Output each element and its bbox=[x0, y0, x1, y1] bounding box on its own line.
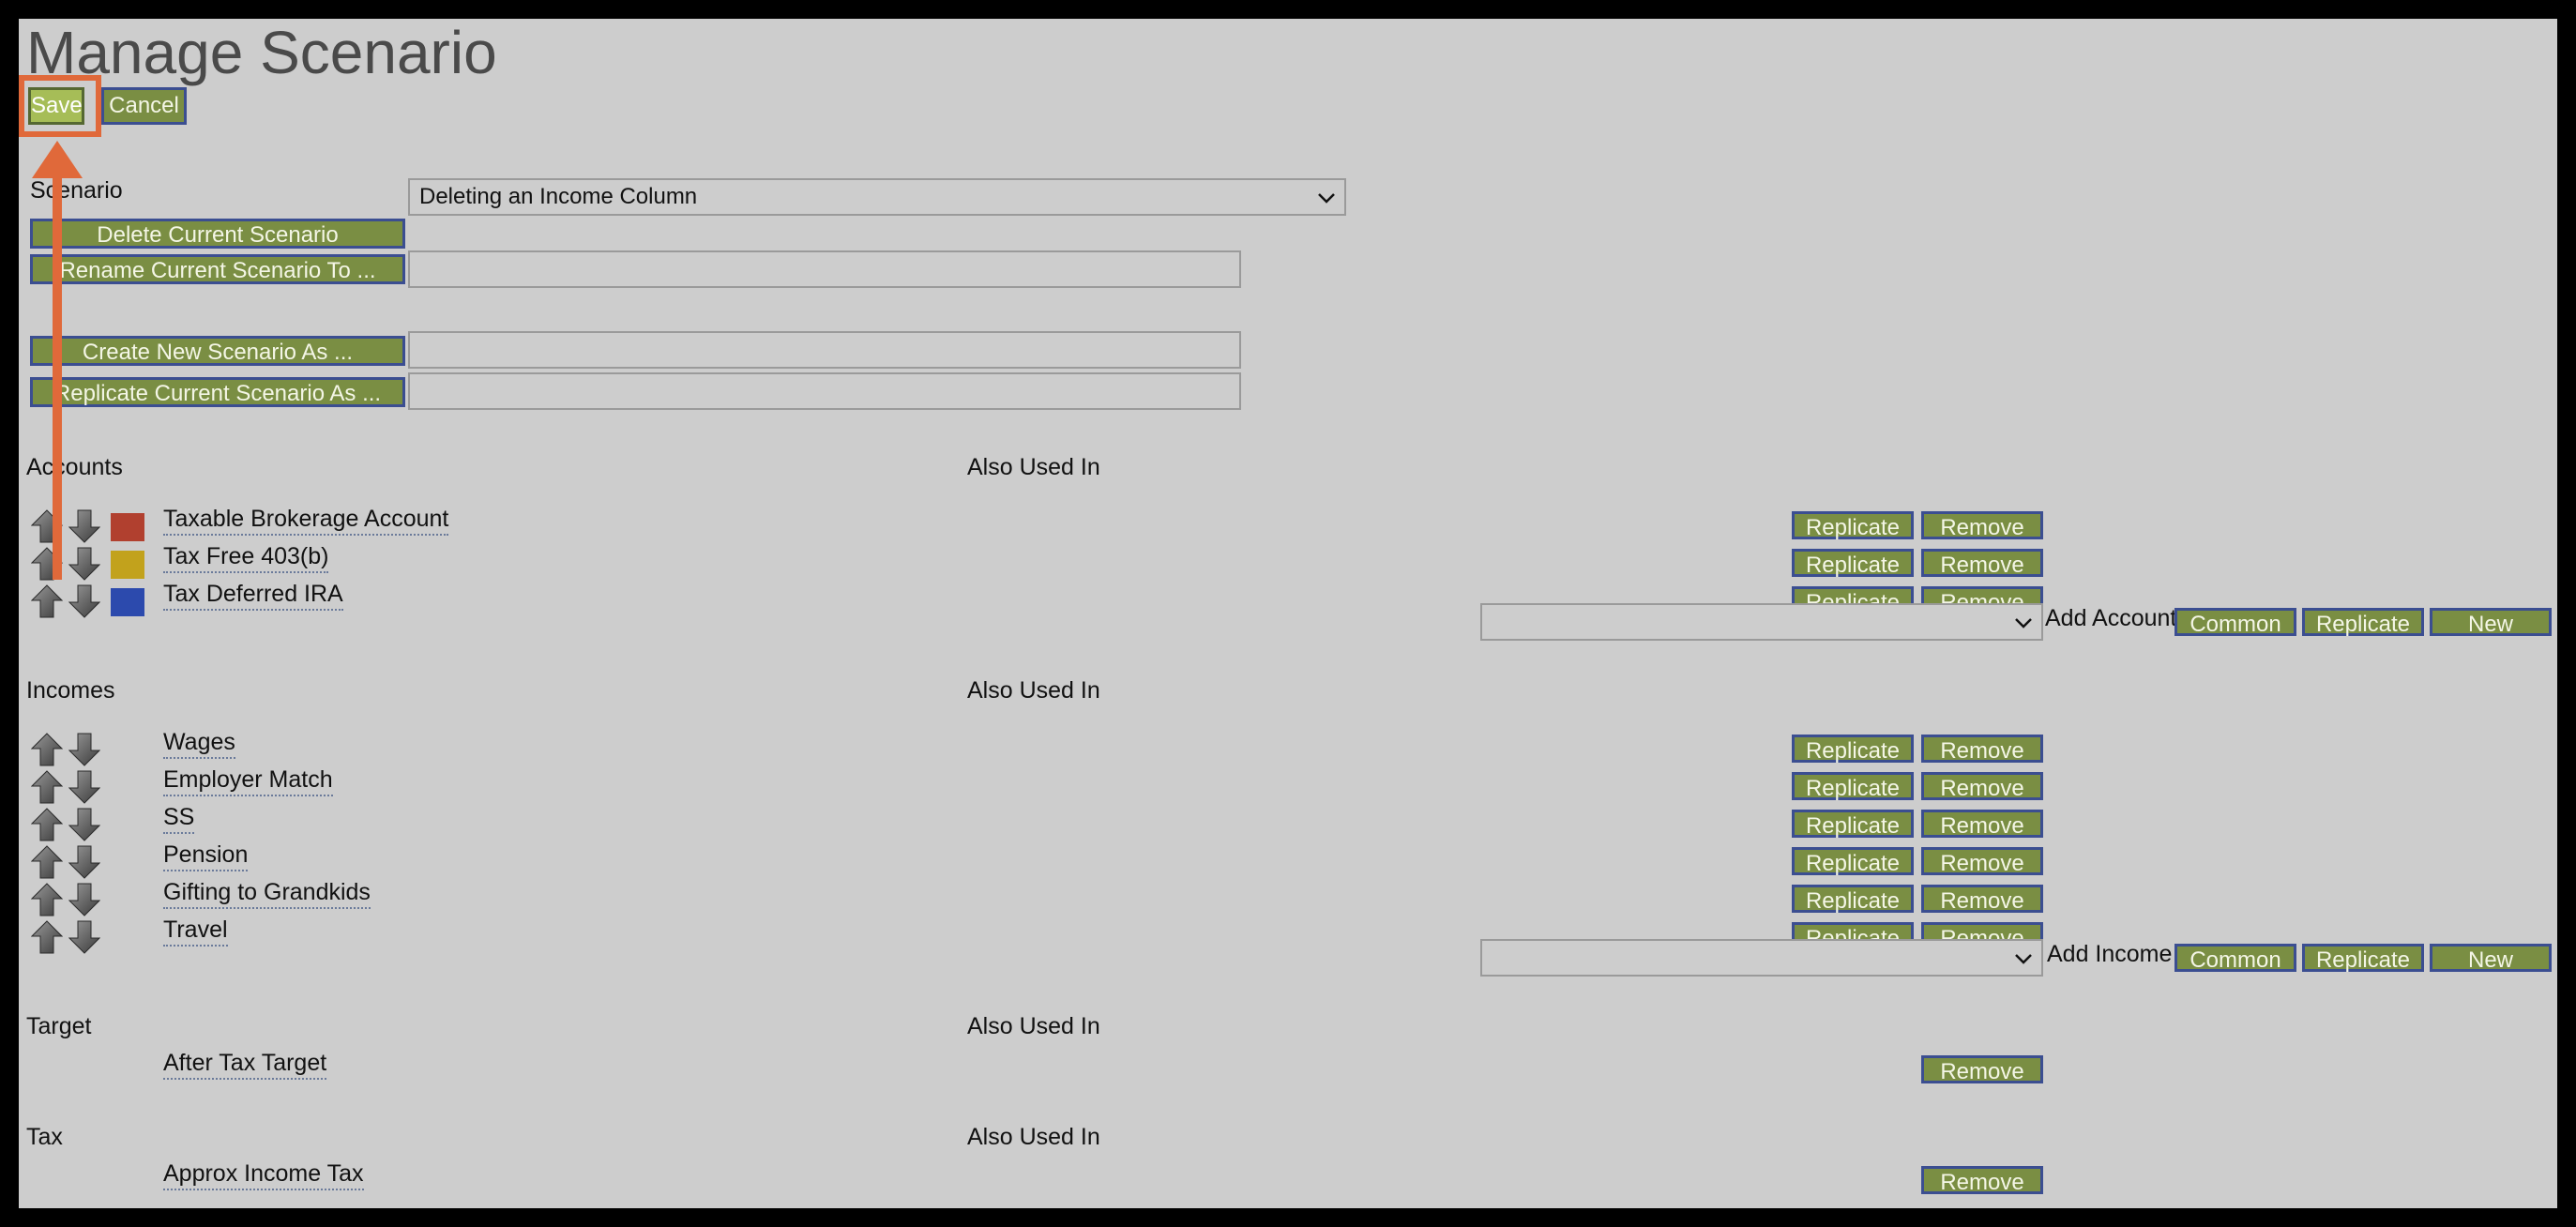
add-account-label: Add Account bbox=[2045, 605, 2177, 631]
move-up-icon[interactable] bbox=[30, 808, 64, 841]
replicate-button[interactable]: Replicate bbox=[1792, 549, 1914, 578]
callout-arrow-icon bbox=[32, 141, 83, 178]
income-name[interactable]: Travel bbox=[163, 916, 228, 947]
replicate-button[interactable]: Replicate bbox=[1792, 810, 1914, 839]
incomes-also-used-in: Also Used In bbox=[967, 677, 1100, 704]
move-up-icon[interactable] bbox=[30, 770, 64, 804]
rename-scenario-button[interactable]: Rename Current Scenario To ... bbox=[30, 254, 405, 284]
tax-also-used-in: Also Used In bbox=[967, 1124, 1100, 1150]
replicate-button[interactable]: Replicate bbox=[1792, 847, 1914, 876]
replicate-button[interactable]: Replicate bbox=[1792, 772, 1914, 801]
dropdown-caret-icon bbox=[1318, 193, 1335, 204]
move-down-icon[interactable] bbox=[68, 584, 101, 618]
add-account-select[interactable] bbox=[1480, 603, 2043, 641]
account-color-swatch[interactable] bbox=[111, 551, 144, 579]
add-account-new-button[interactable]: New bbox=[2430, 608, 2552, 637]
income-name[interactable]: Wages bbox=[163, 728, 235, 759]
remove-button[interactable]: Remove bbox=[1921, 511, 2043, 540]
add-account-replicate-button[interactable]: Replicate bbox=[2302, 608, 2424, 637]
move-down-icon[interactable] bbox=[68, 733, 101, 766]
tax-item[interactable]: Approx Income Tax bbox=[163, 1159, 364, 1190]
income-name[interactable]: Gifting to Grandkids bbox=[163, 878, 371, 909]
account-name[interactable]: Tax Free 403(b) bbox=[163, 542, 329, 573]
move-up-icon[interactable] bbox=[30, 845, 64, 879]
move-down-icon[interactable] bbox=[68, 808, 101, 841]
dropdown-caret-icon bbox=[2015, 618, 2032, 629]
target-item[interactable]: After Tax Target bbox=[163, 1049, 327, 1080]
income-name[interactable]: Pension bbox=[163, 841, 249, 871]
page-title: Manage Scenario bbox=[26, 19, 497, 86]
remove-button[interactable]: Remove bbox=[1921, 735, 2043, 764]
move-up-icon[interactable] bbox=[30, 883, 64, 916]
move-down-icon[interactable] bbox=[68, 547, 101, 581]
move-down-icon[interactable] bbox=[68, 883, 101, 916]
page: Manage Scenario Save Cancel Scenario Del… bbox=[19, 19, 2557, 1208]
replicate-scenario-button[interactable]: Replicate Current Scenario As ... bbox=[30, 377, 405, 407]
replicate-button[interactable]: Replicate bbox=[1792, 735, 1914, 764]
remove-button[interactable]: Remove bbox=[1921, 549, 2043, 578]
move-down-icon[interactable] bbox=[68, 920, 101, 954]
scenario-select[interactable]: Deleting an Income Column bbox=[408, 178, 1346, 216]
dropdown-caret-icon bbox=[2015, 954, 2032, 964]
target-heading: Target bbox=[26, 1013, 92, 1039]
add-income-replicate-button[interactable]: Replicate bbox=[2302, 944, 2424, 973]
scenario-selected-value: Deleting an Income Column bbox=[419, 184, 698, 209]
save-highlight-box bbox=[19, 75, 101, 137]
move-up-icon[interactable] bbox=[30, 733, 64, 766]
income-name[interactable]: Employer Match bbox=[163, 765, 333, 796]
add-income-new-button[interactable]: New bbox=[2430, 944, 2552, 973]
income-name[interactable]: SS bbox=[163, 803, 195, 834]
tax-heading: Tax bbox=[26, 1124, 63, 1150]
move-down-icon[interactable] bbox=[68, 770, 101, 804]
accounts-also-used-in: Also Used In bbox=[967, 454, 1100, 480]
delete-scenario-button[interactable]: Delete Current Scenario bbox=[30, 219, 405, 249]
accounts-heading: Accounts bbox=[26, 454, 123, 480]
replicate-button[interactable]: Replicate bbox=[1792, 511, 1914, 540]
remove-button[interactable]: Remove bbox=[1921, 847, 2043, 876]
save-button[interactable]: Save bbox=[28, 87, 84, 125]
account-name[interactable]: Tax Deferred IRA bbox=[163, 580, 343, 611]
move-down-icon[interactable] bbox=[68, 845, 101, 879]
move-up-icon[interactable] bbox=[30, 584, 64, 618]
cancel-button[interactable]: Cancel bbox=[101, 87, 187, 125]
replicate-button[interactable]: Replicate bbox=[1792, 885, 1914, 914]
create-scenario-button[interactable]: Create New Scenario As ... bbox=[30, 336, 405, 366]
target-also-used-in: Also Used In bbox=[967, 1013, 1100, 1039]
callout-arrow-shaft bbox=[53, 156, 62, 580]
add-account-common-button[interactable]: Common bbox=[2174, 608, 2296, 637]
move-down-icon[interactable] bbox=[68, 509, 101, 543]
replicate-scenario-input[interactable] bbox=[408, 372, 1241, 410]
add-income-label: Add Income bbox=[2047, 941, 2173, 967]
rename-scenario-input[interactable] bbox=[408, 250, 1241, 288]
remove-button[interactable]: Remove bbox=[1921, 772, 2043, 801]
tax-remove-button[interactable]: Remove bbox=[1921, 1166, 2043, 1195]
move-up-icon[interactable] bbox=[30, 920, 64, 954]
incomes-heading: Incomes bbox=[26, 677, 115, 704]
account-color-swatch[interactable] bbox=[111, 513, 144, 541]
remove-button[interactable]: Remove bbox=[1921, 885, 2043, 914]
account-color-swatch[interactable] bbox=[111, 588, 144, 616]
scenario-label: Scenario bbox=[30, 177, 123, 204]
add-income-common-button[interactable]: Common bbox=[2174, 944, 2296, 973]
account-name[interactable]: Taxable Brokerage Account bbox=[163, 505, 449, 536]
target-remove-button[interactable]: Remove bbox=[1921, 1055, 2043, 1084]
create-scenario-input[interactable] bbox=[408, 331, 1241, 369]
add-income-select[interactable] bbox=[1480, 939, 2043, 977]
remove-button[interactable]: Remove bbox=[1921, 810, 2043, 839]
